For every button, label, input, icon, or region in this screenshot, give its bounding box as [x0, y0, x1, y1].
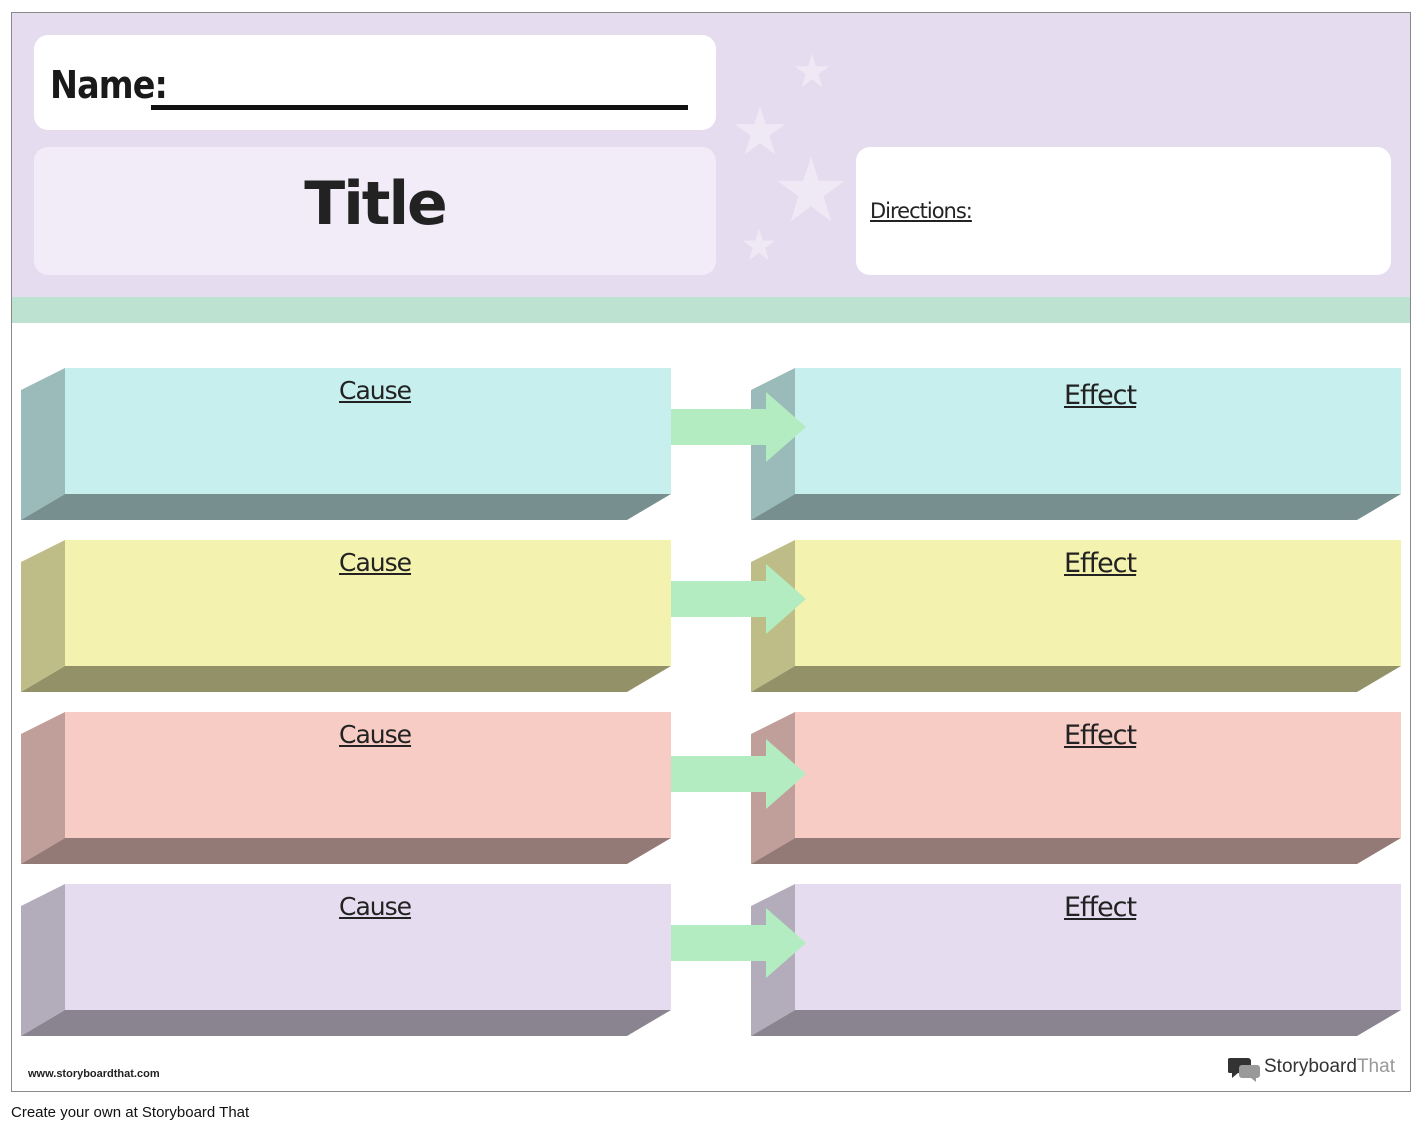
star-icon: [794, 53, 830, 88]
box-face: [65, 884, 671, 1010]
star-icon: [777, 156, 845, 222]
title-card[interactable]: Title: [34, 147, 716, 275]
effect-label: Effect: [1064, 380, 1137, 411]
brand-name-part1: Storyboard: [1264, 1056, 1357, 1077]
page-title: Title: [304, 169, 447, 239]
effect-box[interactable]: [751, 368, 1401, 520]
box-face: [795, 540, 1401, 666]
box-face: [65, 368, 671, 494]
divider-band: [12, 297, 1410, 323]
name-card: Name:: [34, 35, 716, 130]
box-bottom: [21, 838, 671, 864]
box-face: [795, 884, 1401, 1010]
effect-box[interactable]: [751, 884, 1401, 1036]
box-bottom: [751, 494, 1401, 520]
directions-card[interactable]: Directions:: [856, 147, 1391, 275]
box-side: [21, 884, 65, 1036]
chat-bubbles-icon: [1228, 1058, 1260, 1082]
box-bottom: [21, 1010, 671, 1036]
cause-label: Cause: [339, 892, 412, 921]
arrow-right-icon: [671, 564, 806, 634]
box-bottom: [21, 666, 671, 692]
brand-name: StoryboardThat: [1264, 1056, 1395, 1078]
box-side: [21, 540, 65, 692]
star-icon: [742, 228, 776, 261]
name-label: Name:: [50, 63, 168, 107]
box-face: [65, 712, 671, 838]
box-bottom: [751, 666, 1401, 692]
cause-box[interactable]: [21, 368, 671, 520]
arrow-right-icon: [671, 739, 806, 809]
cause-label: Cause: [339, 720, 412, 749]
cause-box[interactable]: [21, 712, 671, 864]
effect-label: Effect: [1064, 720, 1137, 751]
footer-url: www.storyboardthat.com: [28, 1068, 160, 1080]
box-face: [795, 368, 1401, 494]
star-icon: [735, 106, 785, 155]
effect-label: Effect: [1064, 892, 1137, 923]
cause-box[interactable]: [21, 884, 671, 1036]
effect-box[interactable]: [751, 712, 1401, 864]
box-bottom: [751, 1010, 1401, 1036]
box-face: [795, 712, 1401, 838]
name-field[interactable]: [151, 105, 688, 110]
effect-label: Effect: [1064, 548, 1137, 579]
cause-label: Cause: [339, 548, 412, 577]
box-face: [65, 540, 671, 666]
box-side: [21, 712, 65, 864]
directions-label: Directions:: [870, 199, 973, 223]
box-bottom: [751, 838, 1401, 864]
credit-text[interactable]: Create your own at Storyboard That: [11, 1104, 250, 1121]
brand-name-part2: That: [1356, 1056, 1395, 1077]
box-side: [21, 368, 65, 520]
arrow-right-icon: [671, 392, 806, 462]
arrow-right-icon: [671, 908, 806, 978]
cause-label: Cause: [339, 376, 412, 405]
cause-box[interactable]: [21, 540, 671, 692]
effect-box[interactable]: [751, 540, 1401, 692]
box-bottom: [21, 494, 671, 520]
